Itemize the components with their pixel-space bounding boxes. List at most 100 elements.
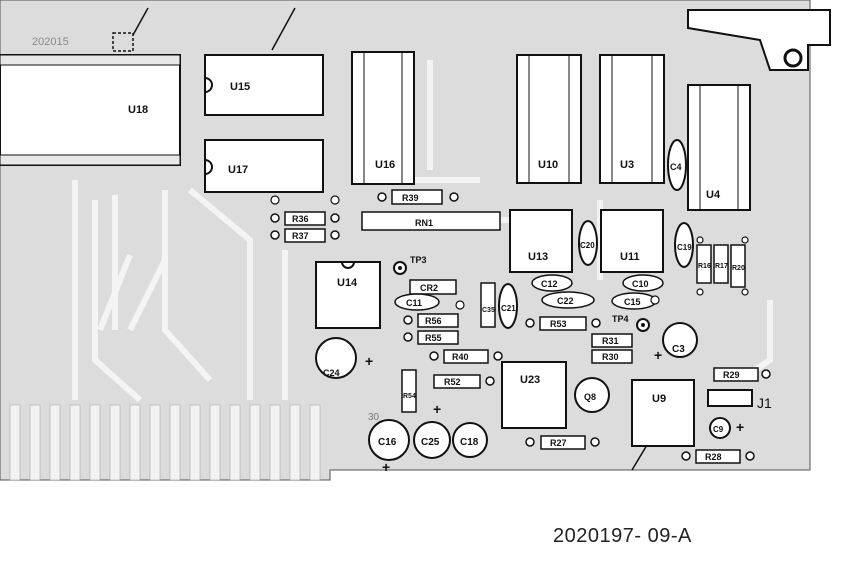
u11-label: U11 xyxy=(620,251,640,263)
ic-u10: U10 xyxy=(516,54,582,184)
capacitor-c10: C10 xyxy=(622,274,664,292)
c15-label: C15 xyxy=(624,297,641,307)
ic-u23: U23 xyxy=(501,361,567,429)
c16-label: C16 xyxy=(378,437,397,448)
u13-label: U13 xyxy=(528,251,548,263)
ic-u3: U3 xyxy=(599,54,665,184)
resistor-r16: R16 xyxy=(696,244,712,284)
r55-label: R55 xyxy=(425,333,442,343)
r20-label: R20 xyxy=(732,265,745,272)
u23-label: U23 xyxy=(520,374,540,386)
c24-polarity: + xyxy=(365,353,373,369)
capacitor-c20: C20 xyxy=(578,220,598,266)
r30-label: R30 xyxy=(602,352,619,362)
ic-u18: U18 xyxy=(0,54,181,166)
u3-label: U3 xyxy=(620,159,634,171)
resistor-r37: R37 xyxy=(270,228,340,243)
resistor-r36: R36 xyxy=(270,211,340,226)
capacitor-c24: C24 + xyxy=(315,337,373,379)
r31-label: R31 xyxy=(602,336,619,346)
r39-label: R39 xyxy=(402,193,419,203)
c20-label: C20 xyxy=(580,241,595,250)
c16-polarity: + xyxy=(382,459,390,475)
resistor-r53: R53 xyxy=(525,316,601,331)
r37-label: R37 xyxy=(292,231,309,241)
ref-30: 30 xyxy=(368,412,380,423)
c25-polarity: + xyxy=(433,401,441,417)
r53-label: R53 xyxy=(550,319,567,329)
capacitor-c15: C15 xyxy=(611,292,657,310)
ic-u13: U13 xyxy=(509,209,573,273)
resistor-r31: R31 xyxy=(591,333,633,348)
document-number: 2020197- 09-A xyxy=(553,525,692,547)
r28-label: R28 xyxy=(705,452,722,462)
resistor-r29: R29 xyxy=(713,367,771,382)
resistor-r54: R54 xyxy=(401,369,417,413)
rn1-label: RN1 xyxy=(415,218,433,228)
r56-label: R56 xyxy=(425,316,442,326)
capacitor-c25: C25 + xyxy=(413,401,451,459)
c11-label: C11 xyxy=(406,298,422,308)
dashed-pad xyxy=(112,32,134,52)
resistor-r56: R56 xyxy=(403,313,459,328)
r52-label: R52 xyxy=(444,377,461,387)
test-point-tp4: TP4 xyxy=(612,314,650,332)
capacitor-c3: C3 + xyxy=(654,322,698,363)
c10-label: C10 xyxy=(632,279,649,289)
c3-polarity: + xyxy=(654,347,662,363)
u17-label: U17 xyxy=(228,164,248,176)
r29-label: R29 xyxy=(723,370,740,380)
r40-label: R40 xyxy=(452,352,469,362)
capacitor-c16: C16 + xyxy=(368,419,410,475)
transistor-q8: Q8 xyxy=(574,377,610,413)
resistor-r20: R20 xyxy=(730,244,746,288)
c18-label: C18 xyxy=(460,437,479,448)
edge-connector xyxy=(9,404,321,481)
via-pads xyxy=(270,195,749,310)
mounting-hole xyxy=(783,48,803,68)
c4-label: C4 xyxy=(670,162,682,172)
resistor-r52: R52 xyxy=(433,374,495,389)
r54-label: R54 xyxy=(403,393,416,400)
c9-label: C9 xyxy=(713,425,724,434)
r17-label: R17 xyxy=(715,263,728,270)
c21-label: C21 xyxy=(501,304,516,313)
c19-label: C19 xyxy=(677,243,692,252)
jumper-j1: J1 xyxy=(707,389,772,411)
j1-label: J1 xyxy=(757,395,772,411)
resistor-r40: R40 xyxy=(429,349,503,364)
u15-label: U15 xyxy=(230,81,250,93)
u9-label: U9 xyxy=(652,393,666,405)
capacitor-c22: C22 xyxy=(541,291,595,309)
component-c35: C35 xyxy=(480,282,496,328)
r16-label: R16 xyxy=(698,263,711,270)
u10-label: U10 xyxy=(538,159,558,171)
c25-label: C25 xyxy=(421,437,440,448)
resistor-r27: R27 xyxy=(525,435,600,450)
tp3-label: TP3 xyxy=(410,255,427,265)
c9-polarity: + xyxy=(736,419,744,435)
capacitor-c4: C4 xyxy=(667,139,687,191)
ic-u14: U14 xyxy=(315,261,381,329)
ic-u4: U4 xyxy=(687,84,751,211)
capacitor-c19: C19 xyxy=(674,222,694,268)
u18-label: U18 xyxy=(128,104,148,116)
ic-u16: U16 xyxy=(351,51,415,185)
resistor-r17: R17 xyxy=(713,244,729,284)
resistor-r30: R30 xyxy=(591,349,633,364)
ic-u17: U17 xyxy=(204,139,324,193)
capacitor-c9: C9 + xyxy=(709,417,744,439)
c12-label: C12 xyxy=(541,279,558,289)
resistor-r39: R39 xyxy=(377,189,459,205)
capacitor-c11: C11 xyxy=(394,293,440,311)
test-point-tp3: TP3 xyxy=(393,255,427,275)
ic-u15: U15 xyxy=(204,54,324,116)
resistor-r55: R55 xyxy=(403,330,459,345)
ic-u11: U11 xyxy=(600,209,664,273)
capacitor-c12: C12 xyxy=(531,274,573,292)
c22-label: C22 xyxy=(557,296,574,306)
board-marking: 202015 xyxy=(32,36,69,48)
c35-label: C35 xyxy=(482,307,495,314)
resistor-network-rn1: RN1 xyxy=(361,211,501,231)
tp4-label: TP4 xyxy=(612,314,629,324)
